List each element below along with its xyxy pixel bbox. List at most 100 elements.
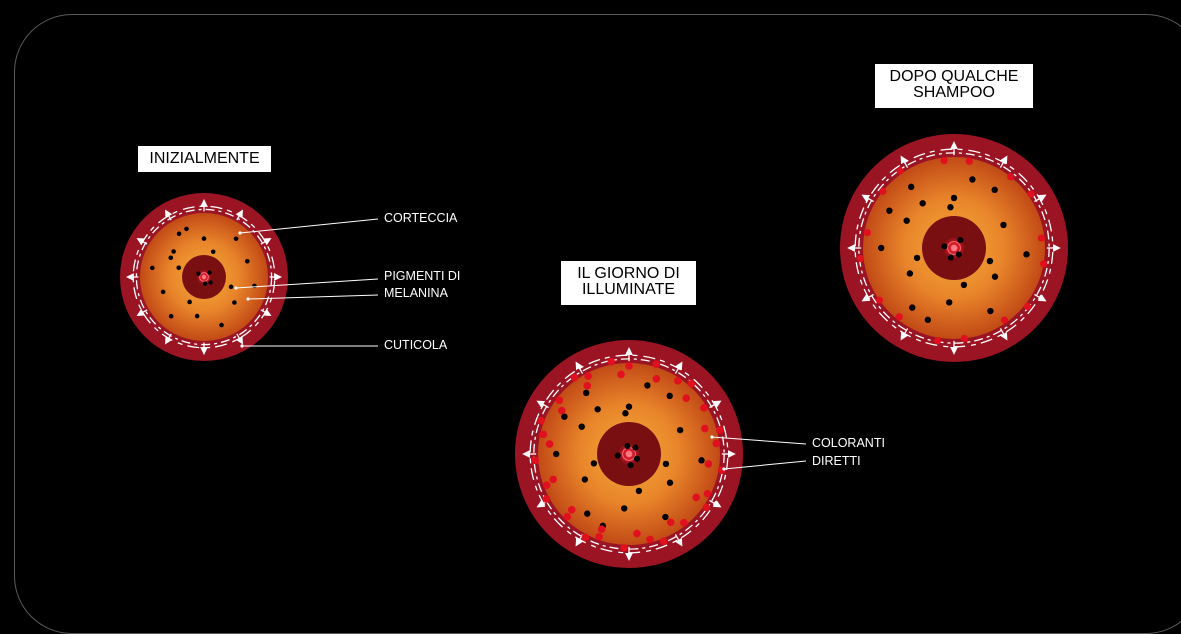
melanin-pigment — [951, 195, 957, 201]
direct-dye — [563, 513, 571, 521]
melanin-pigment — [553, 451, 559, 457]
direct-dye — [660, 538, 668, 546]
direct-dye — [703, 504, 711, 512]
melanin-pigment — [232, 300, 237, 305]
direct-dye — [633, 530, 641, 538]
direct-dye — [582, 533, 590, 541]
melanin-pigment — [187, 300, 192, 305]
melanin-pigment — [947, 204, 953, 210]
direct-dye — [692, 494, 700, 502]
direct-dye — [713, 440, 721, 448]
direct-dye — [568, 506, 576, 514]
melanin-pigment — [886, 207, 892, 213]
melanin-pigment — [992, 274, 998, 280]
direct-dye — [879, 188, 886, 195]
direct-dye — [537, 417, 545, 425]
direct-dye — [620, 544, 628, 552]
direct-dye — [966, 158, 973, 165]
direct-dye — [571, 374, 579, 382]
leader-endpoint — [246, 297, 249, 300]
melanin-pigment — [956, 251, 962, 257]
direct-dye — [876, 297, 883, 304]
melanin-pigment — [957, 237, 963, 243]
melanin-pigment — [667, 393, 673, 399]
melanin-pigment — [624, 443, 630, 449]
melanin-pigment — [195, 314, 200, 319]
direct-dye — [680, 519, 688, 527]
melanin-pigment — [914, 255, 920, 261]
melanin-pigment — [594, 406, 600, 412]
melanin-pigment — [987, 258, 993, 264]
melanin-pigment — [946, 299, 952, 305]
direct-dye — [543, 495, 551, 503]
melanin-pigment — [961, 282, 967, 288]
melanin-pigment — [987, 308, 993, 314]
direct-dye — [558, 407, 566, 415]
direct-dye — [595, 533, 603, 541]
direct-dye — [1038, 234, 1045, 241]
melanin-pigment — [644, 382, 650, 388]
direct-dye — [934, 337, 941, 344]
leader-endpoint — [238, 231, 241, 234]
melanin-pigment — [561, 413, 567, 419]
direct-dye — [864, 229, 871, 236]
melanin-pigment — [169, 314, 174, 319]
direct-dye — [652, 360, 660, 368]
melanin-pigment — [211, 249, 216, 254]
leader-endpoint — [240, 344, 243, 347]
melanin-pigment — [234, 236, 239, 241]
medulla-core-dot — [202, 275, 206, 279]
melanin-pigment — [992, 187, 998, 193]
melanin-pigment — [622, 410, 628, 416]
melanin-pigment — [878, 245, 884, 251]
melanin-pigment — [582, 476, 588, 482]
direct-dye — [1040, 260, 1047, 267]
direct-dye — [1001, 316, 1008, 323]
leader-endpoint — [234, 286, 237, 289]
direct-dye — [705, 460, 713, 468]
label-dyes-line1: COLORANTI — [812, 437, 885, 450]
melanin-pigment — [177, 231, 182, 236]
melanin-pigment — [171, 249, 176, 254]
hair-section-after-shampoo — [840, 134, 1068, 362]
direct-dye — [653, 375, 661, 383]
direct-dye — [667, 518, 675, 526]
direct-dye — [688, 380, 696, 388]
melanin-pigment — [908, 184, 914, 190]
melanin-pigment — [663, 461, 669, 467]
melanin-pigment — [628, 462, 634, 468]
melanin-pigment — [632, 445, 638, 451]
melanin-pigment — [909, 304, 915, 310]
direct-dye — [701, 425, 709, 433]
melanin-pigment — [948, 255, 954, 261]
melanin-pigment — [634, 456, 640, 462]
direct-dye — [584, 372, 592, 380]
melanin-pigment — [219, 323, 224, 328]
melanin-pigment — [202, 236, 207, 241]
melanin-pigment — [615, 453, 621, 459]
label-dyes-line2: DIRETTI — [812, 455, 861, 468]
melanin-pigment — [176, 266, 181, 271]
direct-dye — [716, 426, 724, 434]
melanin-pigment — [150, 266, 155, 271]
label-melanin-line2: MELANINA — [384, 287, 448, 300]
direct-dye — [539, 431, 547, 439]
melanin-pigment — [184, 227, 189, 232]
melanin-pigment — [667, 480, 673, 486]
melanin-pigment — [662, 514, 668, 520]
melanin-pigment — [698, 457, 704, 463]
direct-dye — [896, 167, 903, 174]
hair-cross-section-diagram — [0, 0, 1181, 597]
direct-dye — [704, 490, 712, 498]
direct-dye — [700, 404, 708, 412]
melanin-pigment — [591, 460, 597, 466]
leader-endpoint — [722, 467, 725, 470]
label-cortex: CORTECCIA — [384, 212, 457, 225]
melanin-pigment — [229, 285, 234, 290]
direct-dye — [674, 377, 682, 385]
melanin-pigment — [626, 403, 632, 409]
direct-dye — [940, 157, 947, 164]
melanin-pigment — [583, 390, 589, 396]
hair-section-initial — [120, 193, 288, 361]
direct-dye — [531, 457, 539, 465]
